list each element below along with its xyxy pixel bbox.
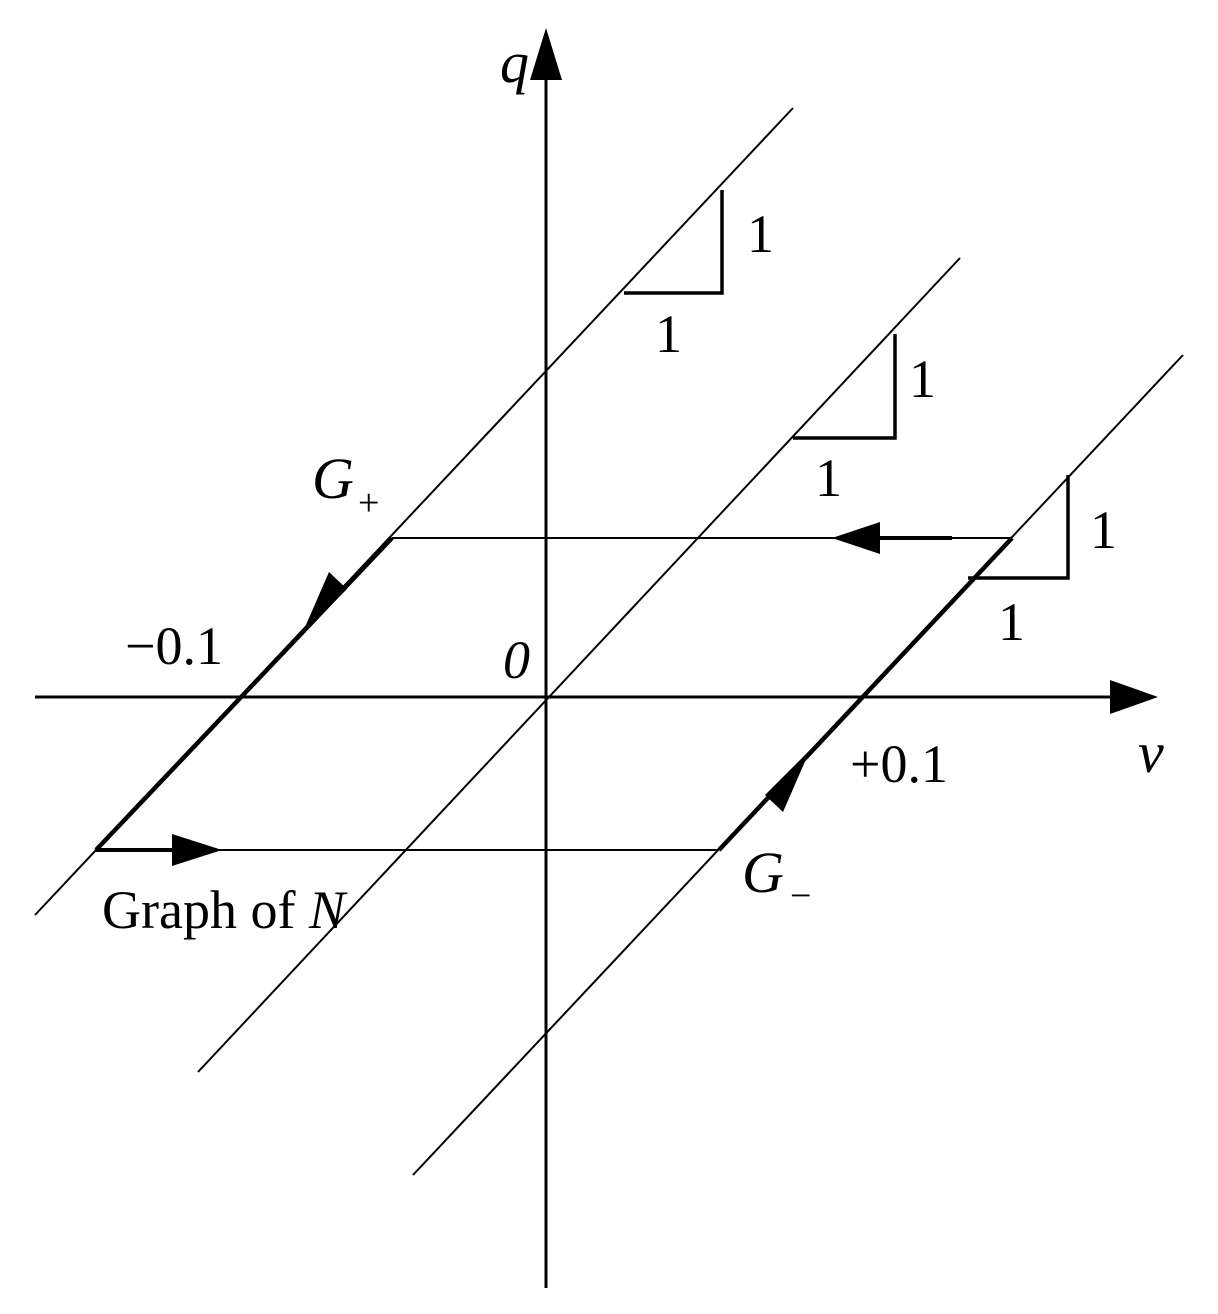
graph-caption: Graph of N [102,880,348,940]
slope-1-rise-label: 1 [747,204,774,264]
g-plus-subscript: + [358,482,379,524]
g-minus-label: G − [742,840,811,917]
slope-triangle-2 [793,334,897,440]
arrow-left-branch-down [302,572,347,634]
v-axis-arrowhead [1110,680,1158,714]
arrow-bottom-rightward [172,834,222,866]
g-plus-letter: G [312,446,354,511]
loop-right-branch [717,536,1014,852]
q-axis-label: q [500,30,529,95]
slope-triangle-3 [968,475,1070,580]
arrow-right-branch-up [765,750,810,812]
g-minus-letter: G [742,840,784,905]
tick-label-pos: +0.1 [850,734,948,794]
line-center [197,257,961,1073]
slope-3-run-label: 1 [998,592,1025,652]
g-plus-label: G + [312,446,379,524]
slope-2-rise-label: 1 [909,349,936,409]
graph-caption-text: Graph of [102,880,309,940]
tick-label-neg: −0.1 [125,616,223,676]
graph-caption-symbol: N [308,880,348,940]
q-axis-arrowhead [530,28,562,80]
slope-2-run-label: 1 [815,448,842,508]
origin-label: 0 [503,630,530,690]
arrow-top-leftward [832,522,880,554]
v-axis-label: v [1138,720,1164,785]
slope-triangle-1 [624,190,724,295]
g-minus-subscript: − [790,875,811,917]
loop-left-branch [94,536,394,852]
slope-1-run-label: 1 [655,304,682,364]
slope-3-rise-label: 1 [1090,500,1117,560]
